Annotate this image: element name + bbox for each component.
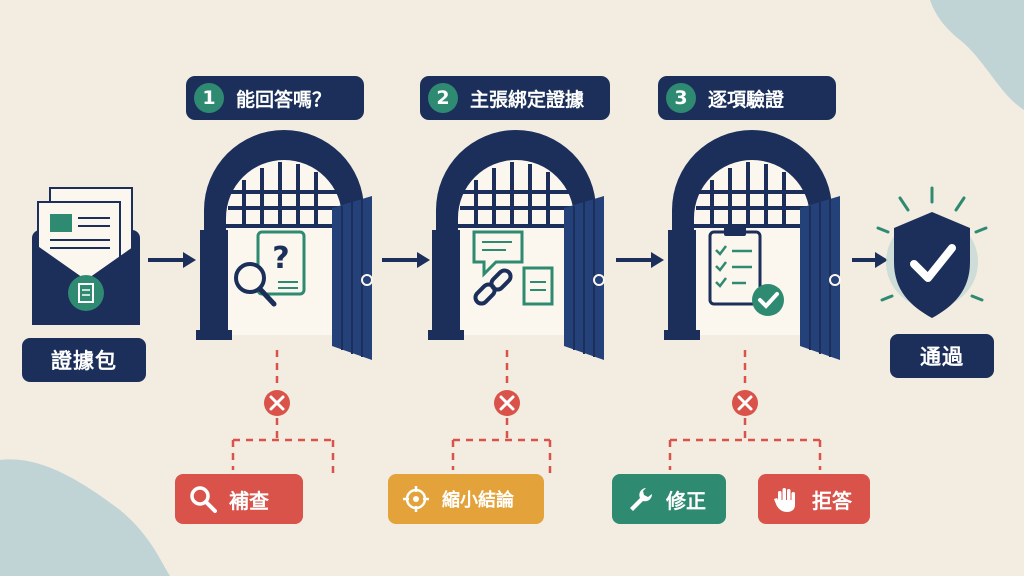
- stage-3-text: 逐項驗證: [708, 88, 785, 111]
- stage-2-label: 2 主張綁定證據: [420, 76, 610, 120]
- outcome-fix-label: 修正: [666, 488, 706, 513]
- stage-3-number: 3: [666, 83, 696, 113]
- bundle-label: 證據包: [22, 338, 146, 382]
- claim-link-icon: [472, 230, 554, 306]
- outcome-refuse: 拒答: [758, 474, 870, 524]
- pass-label: 通過: [890, 334, 994, 378]
- question-search-icon: ?: [234, 230, 306, 307]
- outcome-supplement-label: 補查: [229, 488, 269, 513]
- clipboard-check-icon: [708, 226, 784, 316]
- evidence-folder-icon: [32, 187, 140, 325]
- crosshair-icon: [403, 486, 429, 512]
- outcome-supplement: 補查: [175, 474, 303, 524]
- arrow-head-4: [875, 252, 888, 268]
- outcome-fix: 修正: [612, 474, 726, 524]
- search-icon: [190, 486, 217, 513]
- stage-2-number: 2: [428, 83, 458, 113]
- arrow-head-3: [651, 252, 664, 268]
- hand-stop-icon: [774, 488, 795, 512]
- stage-2-text: 主張綁定證據: [470, 88, 585, 111]
- stage-1-number: 1: [194, 83, 224, 113]
- stage-1-text: 能回答嗎？: [236, 88, 332, 111]
- fail-markers: [264, 390, 758, 416]
- arrow-head-2: [417, 252, 430, 268]
- outcome-narrow-label: 縮小結論: [442, 490, 514, 511]
- shield-check-icon: [876, 186, 988, 318]
- outcome-refuse-label: 拒答: [812, 488, 852, 513]
- outcome-narrow: 縮小結論: [388, 474, 544, 524]
- stage-3-label: 3 逐項驗證: [658, 76, 836, 120]
- arrow-head-1: [183, 252, 196, 268]
- stage-1-label: 1 能回答嗎？: [186, 76, 364, 120]
- wrench-icon: [630, 488, 653, 511]
- svg-text:?: ?: [272, 241, 289, 276]
